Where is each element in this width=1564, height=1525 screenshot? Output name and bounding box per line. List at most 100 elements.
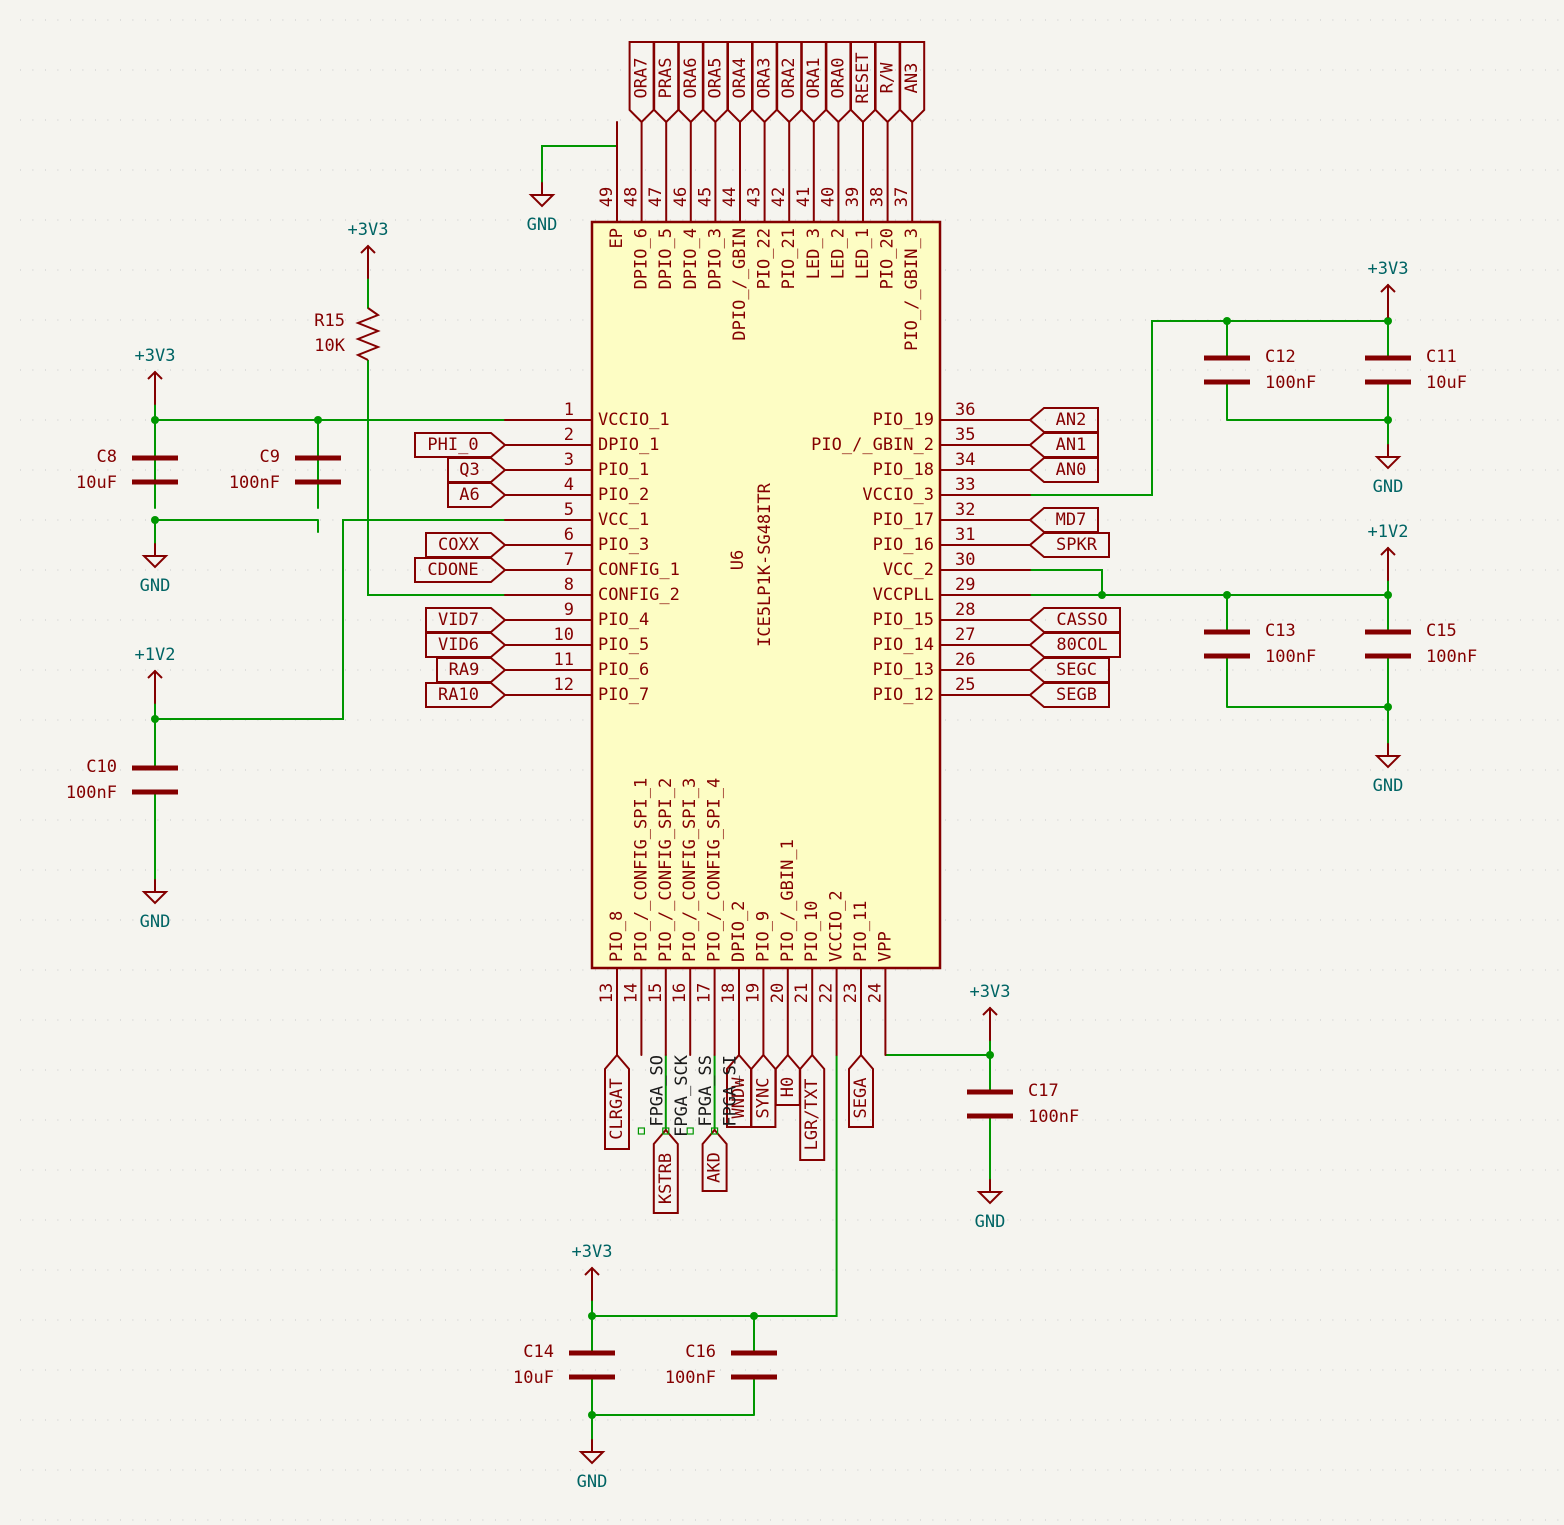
- pin-name: PIO_/_GBIN_3: [902, 228, 922, 351]
- pin-number: 49: [597, 187, 617, 207]
- pin-name: EP: [607, 228, 627, 248]
- pin-number: 37: [892, 187, 912, 207]
- pin-number: 33: [955, 475, 975, 495]
- pin-number: 44: [720, 187, 740, 207]
- net-label: [1028, 407, 1099, 433]
- net-label: [436, 657, 507, 683]
- gnd-symbol: [141, 555, 169, 569]
- cap-value: 100nF: [1028, 1107, 1079, 1127]
- net-label-text: WNDW: [729, 1077, 749, 1119]
- wire: [592, 1055, 838, 1317]
- net-label: [1028, 532, 1110, 558]
- net-label: [1028, 682, 1110, 708]
- cap-ref: C14: [523, 1342, 554, 1362]
- pin-number: 39: [843, 187, 863, 207]
- pin-number: 2: [564, 425, 574, 445]
- pin-number: 35: [955, 425, 975, 445]
- cap-ref: C13: [1265, 621, 1296, 641]
- net-label-text: PHI_0: [427, 435, 478, 455]
- cap-value: 10uF: [513, 1368, 554, 1388]
- pin-name: PIO_10: [802, 901, 822, 962]
- pin-number: 25: [955, 675, 975, 695]
- cap-value: 10uF: [76, 473, 117, 493]
- pin-name: PIO_/_GBIN_1: [778, 839, 798, 962]
- net-label: [1028, 607, 1121, 633]
- pin-number: 10: [554, 625, 574, 645]
- pin-name: LED_3: [804, 228, 824, 279]
- net-label-text: LGR/TXT: [802, 1079, 822, 1151]
- net-label: [604, 1053, 630, 1150]
- net-label-text: RA10: [438, 685, 479, 705]
- pin-name: DPIO_6: [632, 228, 652, 289]
- pin-name: PIO_3: [598, 535, 649, 555]
- pin-number: 17: [695, 983, 715, 1003]
- junction-dot: [1384, 416, 1392, 424]
- net-label: [701, 1128, 728, 1192]
- pin-name: PIO_/_CONFIG_SPI_3: [680, 778, 700, 962]
- net-label: [1028, 507, 1099, 533]
- pin-number: 1: [564, 400, 574, 420]
- pin-name: PIO_11: [851, 901, 871, 962]
- net-label-text: AN2: [1056, 410, 1087, 430]
- cap-value: 100nF: [665, 1368, 716, 1388]
- net-label-text: H0: [778, 1077, 798, 1097]
- net-label: [447, 457, 507, 483]
- cap-value: 100nF: [1426, 647, 1477, 667]
- net-label: [425, 607, 507, 633]
- pin-number: 6: [564, 525, 574, 545]
- cap-ref: C9: [260, 447, 280, 467]
- net-label-text: R/W: [878, 62, 898, 93]
- ic-part-number: ICE5LP1K-SG48ITR: [755, 482, 775, 647]
- net-label: [677, 41, 704, 124]
- pin-number: 28: [955, 600, 975, 620]
- cap-value: 100nF: [66, 783, 117, 803]
- power-arrow: [147, 669, 163, 679]
- net-label: [425, 632, 507, 658]
- net-label-text: CLRGAT: [607, 1078, 627, 1139]
- net-label-text: CASSO: [1056, 610, 1107, 630]
- net-name: FPGA_SS: [696, 1055, 716, 1127]
- net-label-text: RESET: [853, 52, 873, 103]
- net-label-text: COXX: [438, 535, 480, 555]
- pin-number: 14: [621, 983, 641, 1003]
- net-label-text: ORA6: [681, 58, 701, 99]
- pin-name: PIO_17: [873, 510, 934, 530]
- pin-name: DPIO_/_GBIN: [730, 228, 750, 341]
- pin-name: PIO_13: [873, 660, 934, 680]
- wire: [155, 519, 592, 720]
- net-name: FPGA_SCK: [672, 1054, 692, 1137]
- pin-number: 18: [719, 983, 739, 1003]
- cap-ref: C11: [1426, 347, 1457, 367]
- pin-number: 4: [564, 475, 574, 495]
- gnd-label: GND: [1373, 477, 1404, 497]
- power-arrow: [982, 1006, 998, 1016]
- net-terminal: [662, 1127, 670, 1135]
- pin-number: 5: [564, 500, 574, 520]
- pin-number: 43: [745, 187, 765, 207]
- pin-name: LED_1: [853, 228, 873, 279]
- net-label-text: ORA4: [730, 58, 750, 99]
- cap-ref: C17: [1028, 1081, 1059, 1101]
- cap-ref: C12: [1265, 347, 1296, 367]
- net-label: [1028, 432, 1099, 458]
- pin-number: 32: [955, 500, 975, 520]
- pin-name: PIO_9: [753, 911, 773, 962]
- net-label-text: VID7: [438, 610, 479, 630]
- pin-number: 34: [955, 450, 975, 470]
- net-label: [727, 41, 753, 124]
- pin-name: PIO_1: [598, 460, 649, 480]
- net-label-text: VID6: [438, 635, 479, 655]
- pin-name: PIO_/_CONFIG_SPI_2: [656, 778, 676, 962]
- net-label: [653, 41, 680, 124]
- junction-dot: [588, 1411, 596, 1419]
- pin-name: DPIO_4: [681, 228, 701, 289]
- pin-name: VCC_2: [883, 560, 934, 580]
- wire: [940, 320, 1388, 496]
- power-label: +3V3: [1368, 259, 1409, 279]
- power-label: +3V3: [348, 220, 389, 240]
- pin-number: 11: [554, 650, 574, 670]
- net-label: [848, 1053, 874, 1128]
- net-label-text: AKD: [705, 1152, 725, 1183]
- pin-name: CONFIG_1: [598, 560, 680, 580]
